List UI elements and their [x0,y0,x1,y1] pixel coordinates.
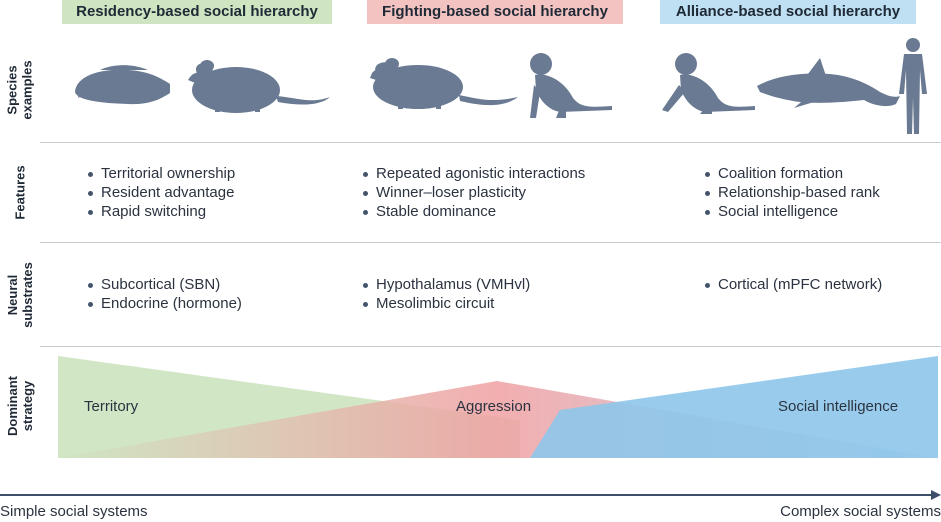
header-alliance: Alliance-based social hierarchy [660,0,916,24]
strategy-intelligence-label: Social intelligence [778,398,899,415]
list-item: Endocrine (hormone) [88,294,242,313]
row-divider [40,242,941,243]
mouse-icon [188,60,330,113]
fish-icon [75,65,170,105]
list-item: Mesolimbic circuit [363,294,530,313]
features-list-alliance: Coalition formation Relationship-based r… [705,164,880,221]
neural-list-fighting: Hypothalamus (VMHvl) Mesolimbic circuit [363,275,530,313]
header-residency: Residency-based social hierarchy [62,0,332,24]
features-list-residency: Territorial ownership Resident advantage… [88,164,235,221]
list-item: Social intelligence [705,202,880,221]
mouse-icon [370,58,518,109]
list-item: Territorial ownership [88,164,235,183]
neural-list-residency: Subcortical (SBN) Endocrine (hormone) [88,275,242,313]
strategy-territory-label: Territory [84,398,139,415]
list-item: Winner–loser plasticity [363,183,585,202]
axis-label-simple: Simple social systems [0,503,148,520]
axis-label-complex: Complex social systems [780,503,941,520]
monkey-icon [530,53,612,118]
list-item: Relationship-based rank [705,183,880,202]
row-divider [40,142,941,143]
neural-list-alliance: Cortical (mPFC network) [705,275,882,294]
features-list-fighting: Repeated agonistic interactions Winner–l… [363,164,585,221]
list-item: Rapid switching [88,202,235,221]
list-item: Resident advantage [88,183,235,202]
list-item: Cortical (mPFC network) [705,275,882,294]
row-divider [40,346,941,347]
dolphin-icon [757,58,900,108]
intelligence-triangle [530,356,938,458]
list-item: Subcortical (SBN) [88,275,242,294]
list-item: Stable dominance [363,202,585,221]
human-icon [899,38,927,134]
strategy-aggression-label: Aggression [456,398,532,415]
list-item: Hypothalamus (VMHvl) [363,275,530,294]
axis-arrowhead [931,490,941,500]
list-item: Repeated agonistic interactions [363,164,585,183]
monkey-icon [662,53,755,114]
list-item: Coalition formation [705,164,880,183]
header-fighting: Fighting-based social hierarchy [367,0,623,24]
